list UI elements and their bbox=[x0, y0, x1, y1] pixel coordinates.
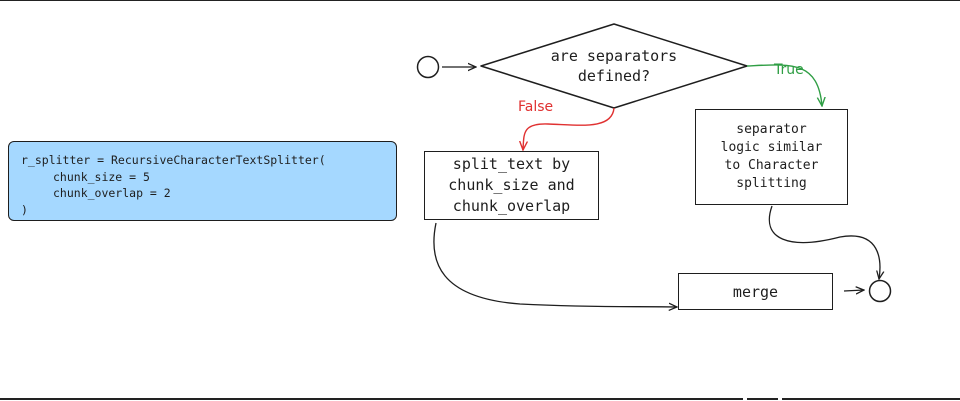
decision-label: are separators defined? bbox=[550, 47, 678, 85]
top-border bbox=[0, 0, 960, 1]
true-label: True bbox=[774, 62, 804, 78]
bottom-border bbox=[0, 398, 960, 400]
merge-label: merge bbox=[732, 282, 779, 301]
separator-logic-label: separator logic similar to Character spl… bbox=[720, 122, 823, 191]
merge-node: merge bbox=[678, 273, 833, 310]
bottom-border-gap bbox=[778, 397, 782, 401]
code-line: ) bbox=[21, 202, 28, 217]
separator-logic-node: separator logic similar to Character spl… bbox=[695, 109, 848, 205]
bottom-border-gap bbox=[743, 397, 747, 401]
code-block: r_splitter = RecursiveCharacterTextSplit… bbox=[8, 141, 397, 221]
false-label: False bbox=[518, 99, 554, 115]
true-branch-arrow bbox=[746, 64, 822, 106]
code-line: chunk_overlap = 2 bbox=[53, 186, 171, 200]
start-node bbox=[416, 55, 440, 79]
end-node bbox=[868, 279, 892, 303]
false-branch-arrow bbox=[523, 107, 615, 150]
merge-to-end-arrow bbox=[843, 290, 864, 291]
split-text-node: split_text by chunk_size and chunk_overl… bbox=[424, 151, 599, 220]
code-line: r_splitter = RecursiveCharacterTextSplit… bbox=[21, 153, 326, 167]
split-to-merge-arrow bbox=[433, 222, 677, 307]
code-line: chunk_size = 5 bbox=[53, 169, 150, 184]
split-text-label: split_text by chunk_size and chunk_overl… bbox=[448, 155, 575, 215]
separator-to-end-arrow bbox=[768, 205, 880, 279]
